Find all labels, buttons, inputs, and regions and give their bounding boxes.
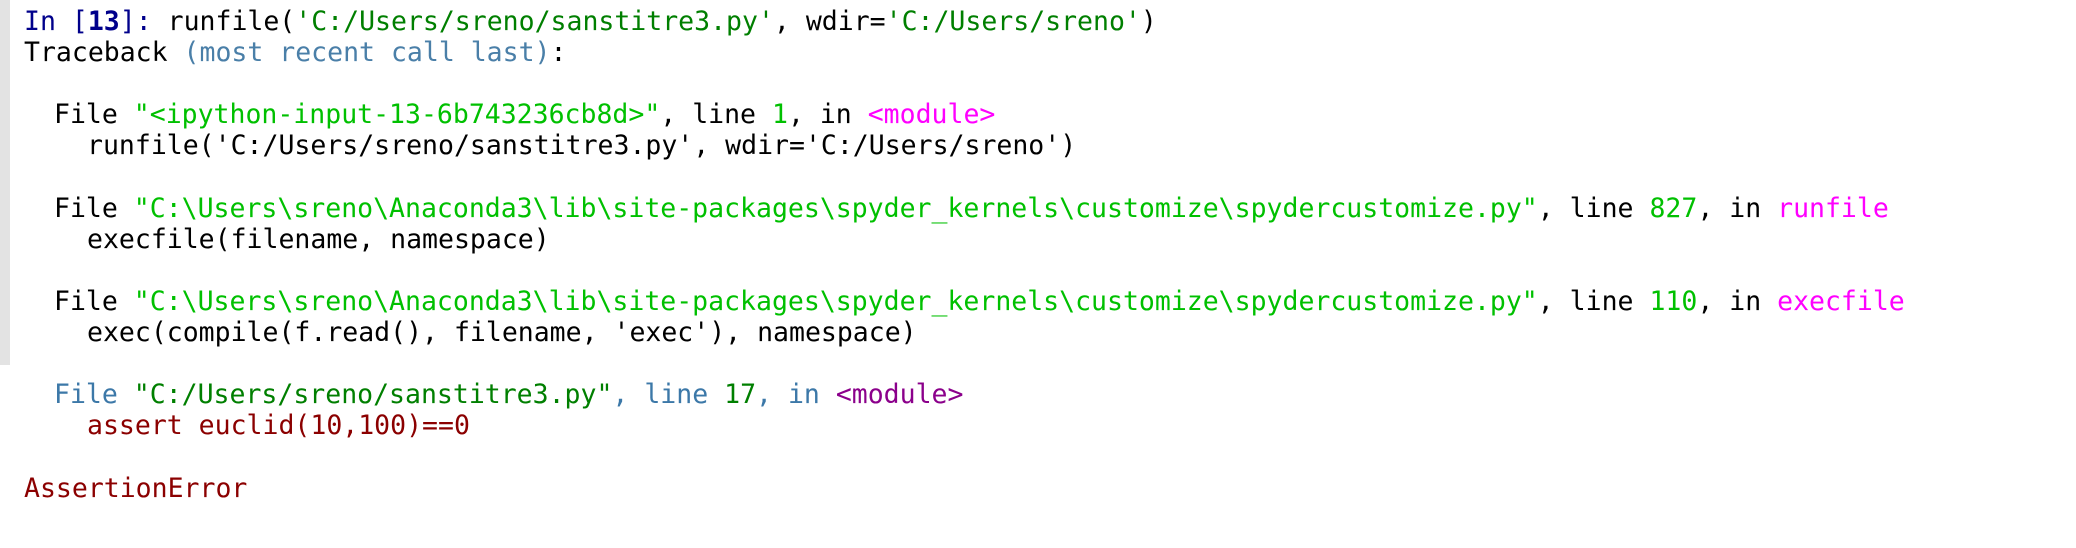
command-wdir-key: wdir= (805, 6, 886, 37)
frame-file-path: "<ipython-input-13-6b743236cb8d>" (133, 99, 661, 130)
prompt-number: 13 (87, 6, 120, 37)
traceback-frame-code: execfile(filename, namespace) (87, 224, 550, 255)
frame-file-path: "C:\Users\sreno\Anaconda3\lib\site-packa… (133, 193, 1538, 224)
frame-line-kw: , line (612, 379, 725, 410)
command-comma: , (773, 6, 806, 37)
prompt-in-close: ]: (119, 6, 168, 37)
frame-file-kw: File (54, 99, 134, 130)
frame-in-kw: , in (756, 379, 836, 410)
traceback-frame-code: assert euclid(10,100)==0 (87, 410, 470, 441)
console-gutter (0, 0, 10, 365)
frame-in-kw: , in (1697, 286, 1778, 317)
frame-in-kw: , in (1697, 193, 1778, 224)
frame-function: runfile (1777, 193, 1889, 224)
traceback-colon: : (550, 37, 567, 68)
traceback-frame-file-line: File "<ipython-input-13-6b743236cb8d>", … (54, 99, 995, 130)
frame-file-kw: File (54, 286, 134, 317)
prompt-in-label: In [ (24, 6, 88, 37)
traceback-frame-file-line: File "C:\Users\sreno\Anaconda3\lib\site-… (54, 286, 1905, 317)
traceback-paren: (most recent call last) (183, 37, 551, 68)
frame-line-kw: , line (1537, 286, 1650, 317)
command-close: ) (1140, 6, 1157, 37)
frame-file-path: "C:/Users/sreno/sanstitre3.py" (133, 379, 613, 410)
traceback-frame-code: runfile('C:/Users/sreno/sanstitre3.py', … (87, 130, 1077, 161)
frame-function: execfile (1777, 286, 1905, 317)
frame-line-number: 17 (724, 379, 757, 410)
frame-function: <module> (835, 379, 964, 410)
frame-line-number: 827 (1649, 193, 1698, 224)
input-prompt-line: In [13]: runfile('C:/Users/sreno/sanstit… (24, 6, 1157, 37)
traceback-frame-file-line: File "C:/Users/sreno/sanstitre3.py", lin… (54, 379, 963, 410)
frame-line-kw: , line (1537, 193, 1650, 224)
frame-line-number: 1 (771, 99, 788, 130)
command-start: runfile( (167, 6, 296, 37)
traceback-header: Traceback (most recent call last): (24, 37, 566, 68)
frame-line-kw: , line (660, 99, 772, 130)
error-name: AssertionError (24, 473, 248, 504)
command-wdir-value: 'C:/Users/sreno' (885, 6, 1141, 37)
traceback-frame-code: exec(compile(f.read(), filename, 'exec')… (87, 317, 917, 348)
command-path: 'C:/Users/sreno/sanstitre3.py' (295, 6, 774, 37)
frame-file-kw: File (54, 379, 134, 410)
frame-line-number: 110 (1649, 286, 1698, 317)
frame-function: <module> (867, 99, 996, 130)
frame-file-kw: File (54, 193, 134, 224)
traceback-word: Traceback (24, 37, 184, 68)
traceback-frame-file-line: File "C:\Users\sreno\Anaconda3\lib\site-… (54, 193, 1889, 224)
frame-file-path: "C:\Users\sreno\Anaconda3\lib\site-packa… (133, 286, 1538, 317)
frame-in-kw: , in (787, 99, 868, 130)
